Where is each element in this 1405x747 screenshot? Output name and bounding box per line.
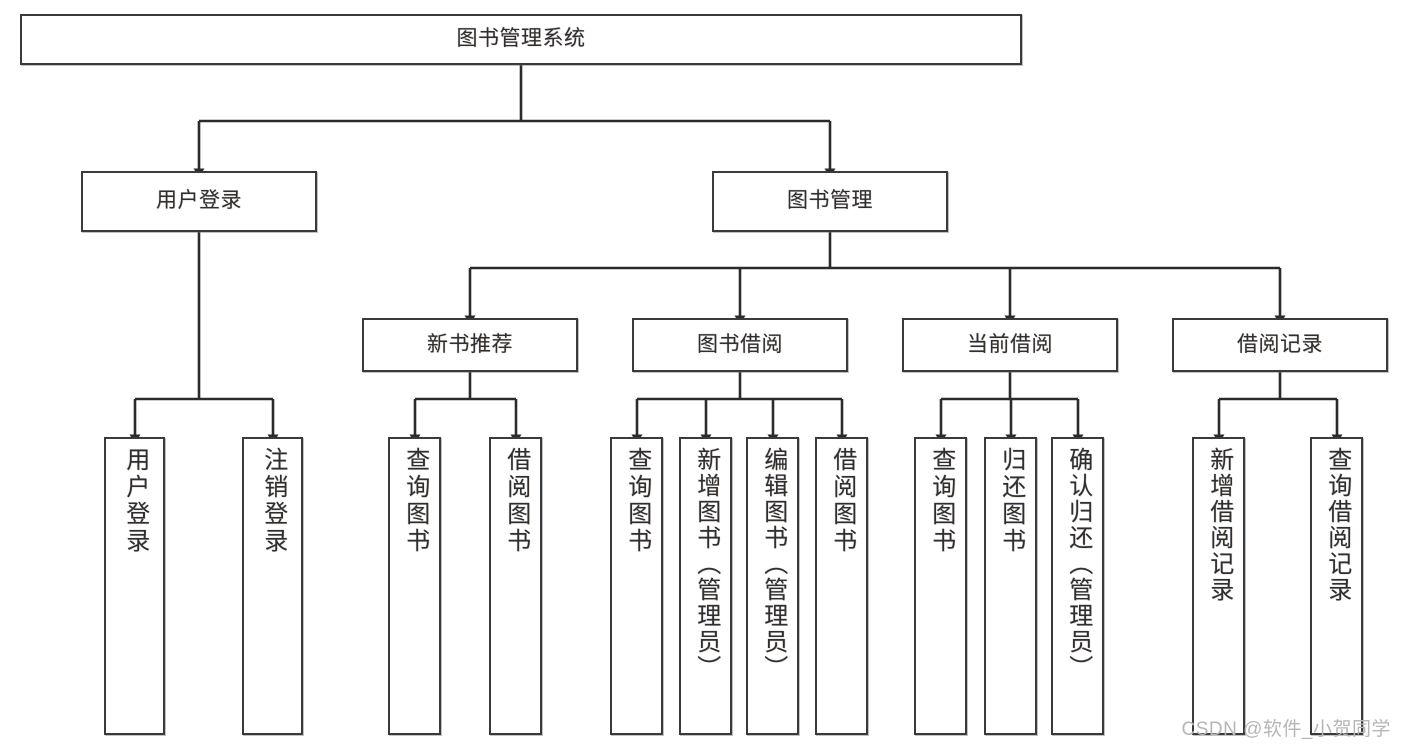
node-leaf-bw-add[interactable]: 新增图书（管理员） — [679, 437, 732, 735]
node-leaf-rc-add[interactable]: 新增借阅记录 — [1192, 437, 1245, 735]
node-leaf-cb-return[interactable]: 归还图书 — [984, 437, 1037, 735]
node-l2-bookmgr[interactable]: 图书管理 — [712, 171, 948, 232]
node-label: 用户登录 — [121, 447, 149, 555]
node-l3-newbook[interactable]: 新书推荐 — [362, 318, 578, 372]
node-label: 借阅记录 — [1237, 332, 1323, 356]
node-label: 查询图书 — [401, 447, 429, 555]
node-label: 查询图书 — [927, 447, 955, 555]
node-label: 新增借阅记录 — [1205, 447, 1233, 603]
node-l3-current[interactable]: 当前借阅 — [902, 318, 1118, 372]
node-l3-record[interactable]: 借阅记录 — [1172, 318, 1388, 372]
node-root[interactable]: 图书管理系统 — [20, 14, 1022, 65]
csdn-watermark: CSDN @软件_小贺同学 — [1181, 719, 1391, 740]
node-leaf-cb-confirm[interactable]: 确认归还（管理员） — [1051, 437, 1104, 735]
node-label: 新书推荐 — [427, 332, 513, 356]
node-leaf-user-login[interactable]: 用户登录 — [104, 437, 165, 735]
node-leaf-bw-lend[interactable]: 借阅图书 — [815, 437, 868, 735]
node-label: 借阅图书 — [502, 447, 530, 555]
node-leaf-user-logout[interactable]: 注销登录 — [242, 437, 303, 735]
node-label: 查询借阅记录 — [1323, 447, 1351, 603]
node-l3-borrow[interactable]: 图书借阅 — [632, 318, 848, 372]
node-label: 借阅图书 — [828, 447, 856, 555]
node-label: 图书管理系统 — [456, 27, 586, 51]
node-leaf-nb-borrow[interactable]: 借阅图书 — [489, 437, 542, 735]
node-label: 注销登录 — [259, 447, 287, 555]
node-label: 归还图书 — [997, 447, 1025, 555]
node-l2-login[interactable]: 用户登录 — [81, 171, 317, 232]
node-leaf-bw-edit[interactable]: 编辑图书（管理员） — [746, 437, 799, 735]
node-leaf-rc-query[interactable]: 查询借阅记录 — [1310, 437, 1363, 735]
node-label: 确认归还（管理员） — [1064, 447, 1092, 681]
node-label: 编辑图书（管理员） — [759, 447, 787, 681]
node-leaf-bw-query[interactable]: 查询图书 — [610, 437, 663, 735]
node-label: 用户登录 — [156, 189, 242, 213]
node-label: 图书管理 — [787, 189, 873, 213]
node-label: 新增图书（管理员） — [692, 447, 720, 681]
node-label: 图书借阅 — [697, 332, 783, 356]
node-leaf-nb-query[interactable]: 查询图书 — [388, 437, 441, 735]
node-label: 当前借阅 — [967, 332, 1053, 356]
node-leaf-cb-query[interactable]: 查询图书 — [914, 437, 967, 735]
node-label: 查询图书 — [623, 447, 651, 555]
